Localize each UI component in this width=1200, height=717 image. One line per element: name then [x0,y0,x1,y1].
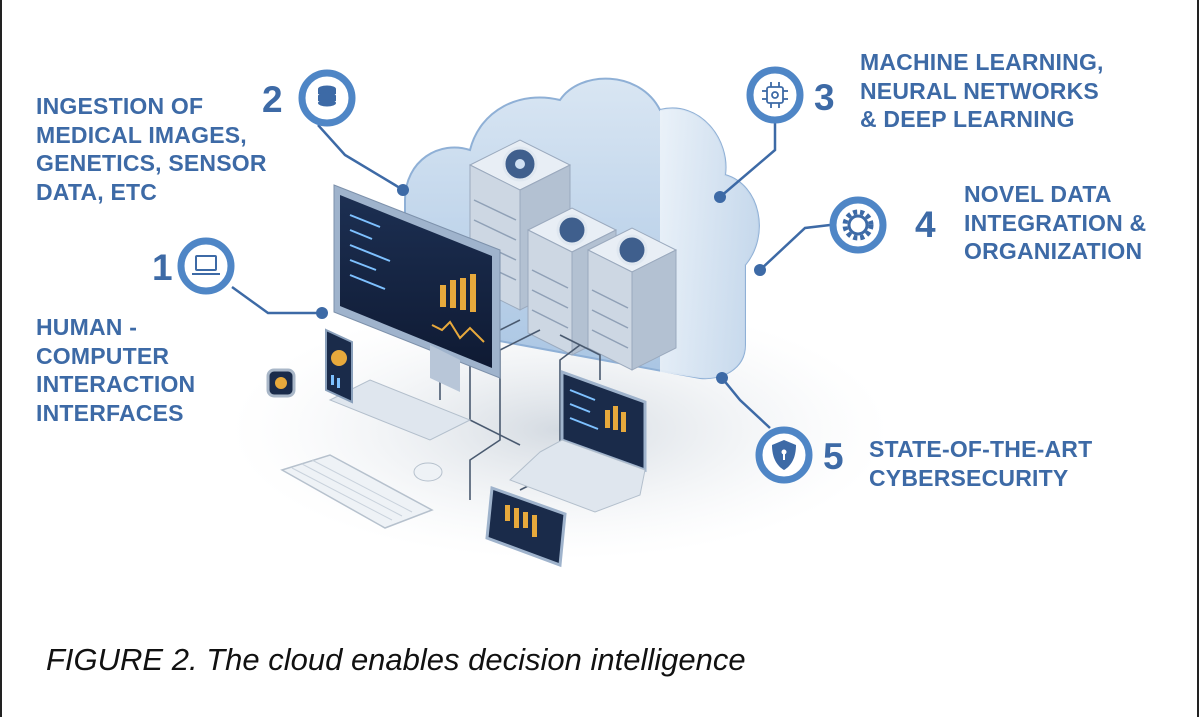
feature-2-line: GENETICS, SENSOR [36,150,267,176]
server-rack-front [586,227,678,371]
feature-2-number: 2 [262,79,283,120]
feature-1-number: 1 [152,247,173,288]
feature-4-line: INTEGRATION & [964,209,1147,236]
icon-rings [177,66,887,484]
database-icon [318,85,336,107]
feature-5-line: CYBERSECURITY [869,464,1069,491]
laptop-icon [192,255,220,275]
feature-4-line: NOVEL DATA [964,181,1112,207]
feature-1-line: INTERFACES [36,399,184,426]
neural-chip-icon [762,82,788,108]
feature-4-number: 4 [915,204,936,245]
feature-5-line: STATE-OF-THE-ART [869,436,1093,462]
shield-icon [772,440,796,470]
feature-5-label: STATE-OF-THE-ART CYBERSECURITY [869,435,1092,492]
feature-1-line: HUMAN - [36,314,138,340]
feature-1-label: HUMAN - COMPUTER INTERACTION INTERFACES [36,313,195,427]
left-border [0,0,2,717]
phone [325,328,353,404]
feature-2-line: MEDICAL IMAGES, [36,121,247,148]
feature-4-label: NOVEL DATA INTEGRATION & ORGANIZATION [964,180,1146,266]
smartwatch [266,368,296,398]
feature-1-line: INTERACTION [36,371,196,397]
feature-3-line: MACHINE LEARNING, [860,49,1104,75]
feature-3-label: MACHINE LEARNING, NEURAL NETWORKS & DEEP… [860,48,1104,134]
feature-1-line: COMPUTER [36,342,170,369]
keyboard [280,454,434,529]
tablet [485,485,567,568]
feature-3-number: 3 [814,77,835,118]
feature-2-line: INGESTION OF [36,93,204,119]
feature-2-label: INGESTION OF MEDICAL IMAGES, GENETICS, S… [36,92,267,206]
feature-3-line: NEURAL NETWORKS [860,77,1099,104]
feature-4-line: ORGANIZATION [964,238,1143,264]
mouse [413,462,443,482]
feature-5-number: 5 [823,436,844,477]
desktop-monitor [328,184,501,441]
feature-2-line: DATA, ETC [36,178,158,205]
feature-3-line: & DEEP LEARNING [860,106,1075,132]
right-border [1197,0,1199,717]
gear-icon [842,209,874,241]
figure-caption: FIGURE 2. The cloud enables decision int… [46,642,746,677]
laptop [509,369,647,513]
connector-dots [316,184,766,384]
